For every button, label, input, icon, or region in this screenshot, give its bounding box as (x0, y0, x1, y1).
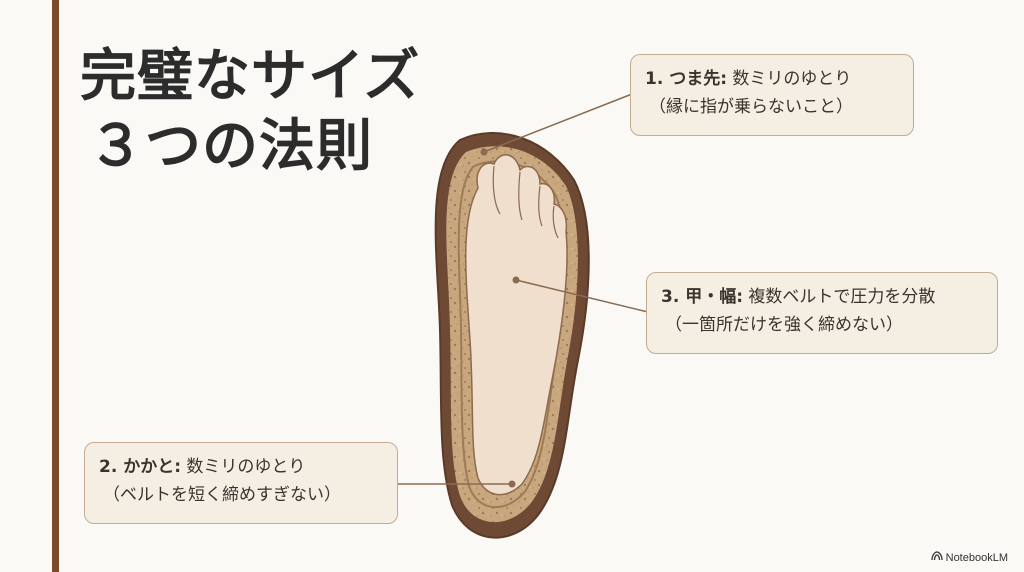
leader-line-toe (483, 93, 633, 153)
callout-toe-body: 数ミリのゆとり (727, 69, 852, 89)
toe-line-2 (518, 171, 523, 221)
callout-instep-heading: 3. 甲・幅: (661, 287, 744, 307)
brand-watermark: NotebookLM (930, 551, 1008, 564)
callout-heel: 2. かかと: 数ミリのゆとり （ベルトを短く締めすぎない） (84, 442, 398, 524)
toe-line-4 (552, 205, 559, 239)
title-line-2: ３つの法則 (88, 114, 373, 179)
brand-name: NotebookLM (945, 551, 1008, 564)
callout-instep-note: （一箇所だけを強く締めない） (665, 315, 903, 335)
callout-toe-note: （縁に指が乗らないこと） (649, 97, 853, 117)
callout-instep-body: 複数ベルトで圧力を分散 (743, 287, 936, 307)
leader-dot-heel (508, 480, 516, 488)
toe-line-1 (492, 165, 501, 215)
page-title: 完璧なサイズ ３つの法則 (80, 42, 420, 182)
footbed-edge (457, 160, 567, 509)
callout-heel-note: （ベルトを短く締めすぎない） (103, 485, 341, 505)
callout-toe: 1. つま先: 数ミリのゆとり （縁に指が乗らないこと） (630, 54, 914, 136)
callout-instep: 3. 甲・幅: 複数ベルトで圧力を分散 （一箇所だけを強く締めない） (646, 272, 998, 354)
leader-dot-instep (512, 276, 520, 284)
title-line-1: 完璧なサイズ (80, 44, 421, 109)
leader-dot-toe (480, 148, 488, 156)
toe-line-3 (538, 185, 543, 227)
notebooklm-logo-icon (930, 551, 943, 564)
callout-heel-body: 数ミリのゆとり (181, 457, 306, 477)
callout-toe-heading: 1. つま先: (645, 69, 728, 89)
foot-silhouette (464, 154, 568, 496)
leader-line-instep (515, 279, 649, 313)
left-accent-rule (52, 0, 59, 572)
callout-heel-heading: 2. かかと: (99, 457, 182, 477)
